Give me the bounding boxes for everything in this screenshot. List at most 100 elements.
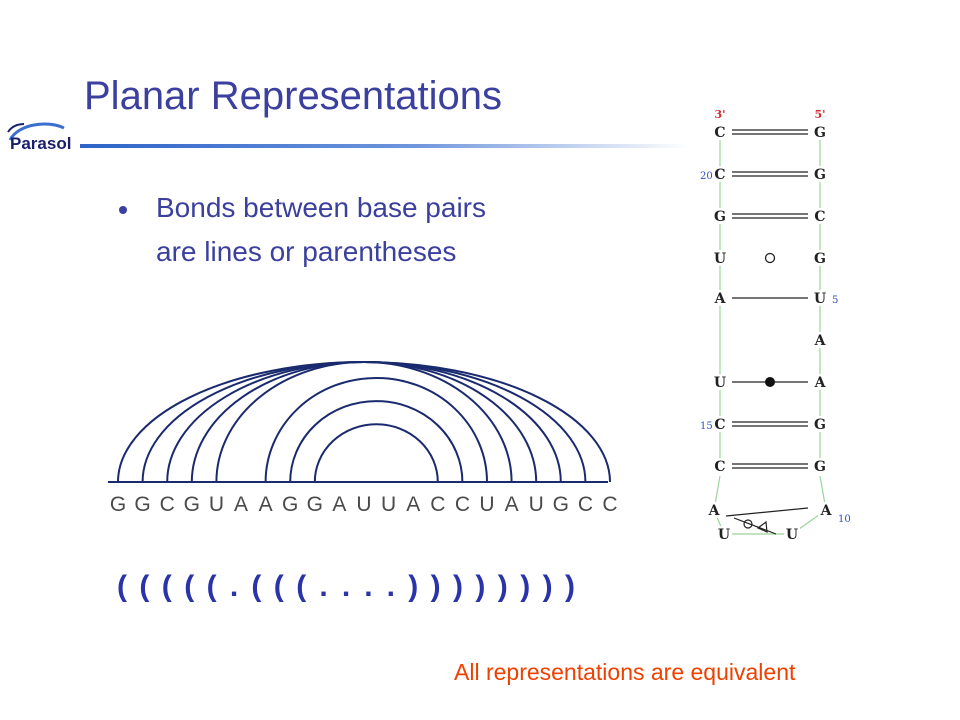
base-mask: [706, 502, 722, 518]
base-right: A: [814, 375, 827, 391]
dot-bracket-notation: (((((.(((....)))))))): [116, 566, 586, 606]
base-mask: [812, 416, 828, 432]
base-right: U: [814, 291, 826, 307]
base-mask: [812, 290, 828, 306]
dot-bracket-symbol: ): [520, 570, 530, 603]
dot-bracket-symbol: .: [230, 570, 238, 603]
sequence-base: G: [307, 493, 323, 516]
dot-bracket-symbol: (: [207, 570, 217, 603]
base-mask: [712, 416, 728, 432]
position-label: 15: [700, 421, 713, 432]
base-pair-arc: [289, 400, 464, 483]
dot-bracket-symbol: (: [139, 570, 149, 603]
sequence-base: U: [381, 493, 396, 516]
base-right: G: [814, 251, 826, 267]
dot-bracket-symbol: ): [498, 570, 508, 603]
base-pair-arc: [117, 361, 611, 483]
sequence-base: A: [332, 493, 346, 516]
sequence-base: G: [110, 493, 126, 516]
base-mask: [812, 458, 828, 474]
sequence-base: U: [356, 493, 371, 516]
sequence-base: G: [282, 493, 298, 516]
dot-bracket-symbol: (: [251, 570, 261, 603]
base-right: G: [814, 459, 826, 475]
base-left: U: [714, 375, 726, 391]
dot-bracket-symbol: (: [184, 570, 194, 603]
base-pair-arc: [264, 376, 488, 483]
noncanonical-pair-icon: [765, 377, 775, 387]
sequence-base: C: [602, 493, 617, 516]
dot-bracket-symbol: (: [274, 570, 284, 603]
base-pair-arc: [313, 423, 439, 483]
loop-base-right-u: U: [786, 527, 798, 543]
base-right: C: [814, 209, 825, 225]
base-mask: [712, 208, 728, 224]
base-mask: [712, 374, 728, 390]
loop-base-right-a: A: [820, 503, 833, 519]
base-mask: [712, 250, 728, 266]
position-label: 10: [838, 514, 851, 525]
dot-bracket-symbol: (: [296, 570, 306, 603]
base-mask: [812, 124, 828, 140]
base-right: A: [814, 333, 827, 349]
sequence-base: A: [406, 493, 420, 516]
sequence-base: C: [160, 493, 175, 516]
base-mask: [818, 502, 834, 518]
sequence-base: G: [134, 493, 150, 516]
base-left: C: [714, 417, 725, 433]
sequence-base: U: [479, 493, 494, 516]
base-right: G: [814, 125, 826, 141]
base-left: U: [714, 251, 726, 267]
base-mask: [716, 526, 732, 542]
backbone-loop: [713, 475, 827, 535]
dot-bracket-symbol: .: [342, 570, 350, 603]
dot-bracket-symbol: .: [364, 570, 372, 603]
base-mask: [784, 526, 800, 542]
base-left: G: [714, 209, 726, 225]
dot-bracket-symbol: ): [543, 570, 553, 603]
dot-bracket-symbol: ): [453, 570, 463, 603]
loop-base-left-a: A: [708, 503, 721, 519]
base-left: C: [714, 125, 725, 141]
sequence-base: C: [455, 493, 470, 516]
base-pair-arc: [166, 361, 562, 483]
bullet-icon: [119, 206, 127, 214]
dot-bracket-symbol: ): [408, 570, 418, 603]
base-left: C: [714, 167, 725, 183]
loop-bond-line: [733, 517, 777, 535]
bullet-text: Bonds between base pairs are lines or pa…: [156, 192, 486, 267]
sequence-base: A: [505, 493, 519, 516]
position-label: 20: [700, 171, 713, 182]
base-mask: [812, 374, 828, 390]
base-mask: [812, 166, 828, 182]
base-left: C: [714, 459, 725, 475]
base-right: G: [814, 167, 826, 183]
footer-note: All representations are equivalent: [454, 659, 796, 685]
loop-bond-line: [725, 507, 809, 517]
end-label-5prime: 5': [814, 108, 825, 121]
dot-bracket-symbol: .: [319, 570, 327, 603]
sequence-base: A: [259, 493, 273, 516]
dot-bracket-symbol: ): [475, 570, 485, 603]
sequence-base: C: [430, 493, 445, 516]
loop-base-left-u: U: [718, 527, 730, 543]
sequence-base: G: [553, 493, 569, 516]
wobble-pair-icon: [764, 252, 776, 264]
dot-bracket-symbol: ): [565, 570, 575, 603]
base-mask: [812, 332, 828, 348]
base-mask: [812, 208, 828, 224]
sequence-base: C: [578, 493, 593, 516]
sequence-base: U: [529, 493, 544, 516]
dot-bracket-symbol: ): [431, 570, 441, 603]
base-mask: [712, 124, 728, 140]
base-mask: [712, 458, 728, 474]
dot-bracket-symbol: .: [387, 570, 395, 603]
sequence-base: G: [184, 493, 200, 516]
title-underline: [80, 144, 690, 148]
base-pair-arc: [215, 361, 513, 483]
sequence-base: A: [234, 493, 248, 516]
base-mask: [712, 290, 728, 306]
dot-bracket-symbol: (: [162, 570, 172, 603]
slide-title: Planar Representations: [84, 74, 503, 118]
